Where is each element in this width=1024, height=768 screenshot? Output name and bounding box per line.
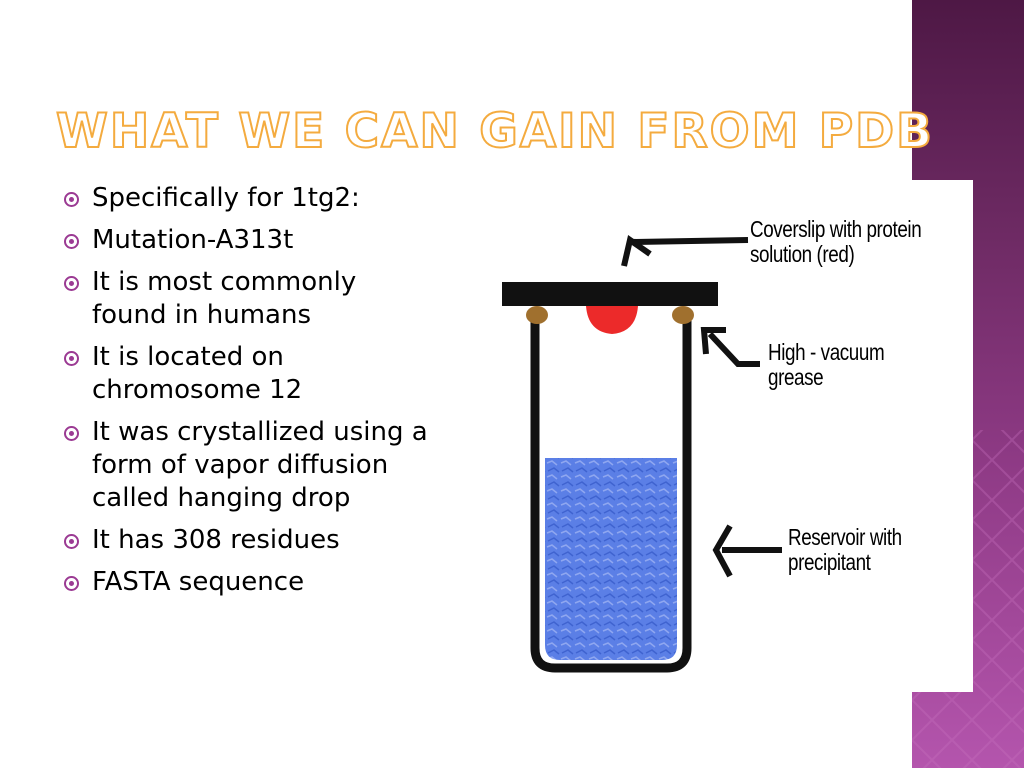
arrow-icon: [700, 327, 760, 367]
bullet-text: FASTA sequence: [92, 567, 305, 597]
bullet-item: FASTA sequence: [62, 566, 432, 599]
bullet-icon: [64, 576, 79, 591]
bullet-text: It is located on chromosome 12: [92, 342, 303, 405]
slide-title: What We Can Gain From PDB: [55, 103, 935, 160]
bullet-text: It has 308 residues: [92, 525, 340, 555]
reservoir-label-line: Reservoir with: [788, 524, 902, 550]
grease-label: High - vacuum grease: [768, 339, 885, 390]
bullet-icon: [64, 192, 79, 207]
bullet-text: Specifically for 1tg2:: [92, 183, 360, 213]
coverslip-label: Coverslip with protein solution (red): [750, 216, 922, 267]
grease-label-line: High - vacuum: [768, 339, 885, 365]
bullet-icon: [64, 534, 79, 549]
bullet-icon: [64, 234, 79, 249]
reservoir-label: Reservoir with precipitant: [788, 525, 902, 575]
coverslip-label-line: Coverslip with protein: [750, 216, 922, 242]
bullet-text: Mutation-A313t: [92, 225, 294, 255]
bullet-item: It is most commonly found in humans: [62, 266, 432, 332]
arrow-icon: [712, 524, 782, 578]
arrow-icon: [621, 234, 749, 267]
protein-drop: [586, 306, 638, 334]
bullet-item: Specifically for 1tg2:: [62, 182, 432, 215]
bullet-item: Mutation-A313t: [62, 224, 432, 257]
reservoir-label-line: precipitant: [788, 549, 871, 575]
coverslip-label-line: solution (red): [750, 241, 855, 267]
bullet-icon: [64, 276, 79, 291]
bullet-icon: [64, 351, 79, 366]
bullet-item: It was crystallized using a form of vapo…: [62, 416, 432, 515]
test-tube: [530, 314, 692, 673]
bullet-icon: [64, 426, 79, 441]
bullet-text: It was crystallized using a form of vapo…: [92, 417, 428, 513]
bullet-list: Specifically for 1tg2: Mutation-A313t It…: [62, 182, 432, 608]
bullet-item: It is located on chromosome 12: [62, 341, 432, 407]
bullet-text: It is most commonly found in humans: [92, 267, 357, 330]
grease-label-line: grease: [768, 364, 824, 390]
hanging-drop-diagram: Coverslip with protein solution (red) Hi…: [490, 180, 973, 692]
coverslip: [502, 282, 718, 306]
reservoir-liquid: [545, 458, 677, 660]
bullet-item: It has 308 residues: [62, 524, 432, 557]
grease-blob: [526, 306, 694, 324]
